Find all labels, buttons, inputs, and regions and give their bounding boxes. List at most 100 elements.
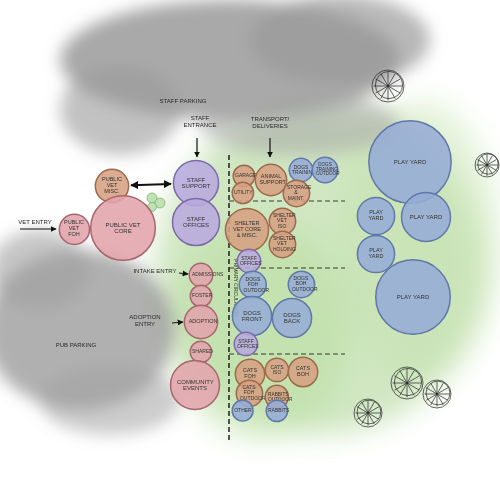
bubble-text-group: PUBLIC VET FOH bbox=[63, 220, 85, 237]
bubble-text-group: CATS BOH bbox=[292, 366, 314, 378]
bubble-text-group: STAFF OFFICES bbox=[179, 216, 214, 229]
bubble-text-group: CATS ISO bbox=[268, 365, 286, 376]
bubble-label: SHELTER VET HOLDING bbox=[273, 236, 291, 252]
bubble-label: STAFF OFFICES bbox=[240, 256, 258, 267]
bubble-text-group: PUBLIC VET CORE bbox=[99, 222, 147, 235]
bubble-label: CATS BOH bbox=[292, 366, 314, 378]
bubble-text-group: COMMUNITY EVENTS bbox=[177, 379, 213, 392]
bubble-text-group: PLAY YARD bbox=[397, 294, 430, 300]
bubble-label: COMMUNITY EVENTS bbox=[177, 379, 213, 392]
bubble-label: DOGS BOH OUTDOOR bbox=[292, 276, 310, 292]
bubble-text-group: PLAY YARD bbox=[362, 248, 390, 260]
bubble-label: PLAY YARD bbox=[410, 214, 443, 220]
program-bubble: PLAY YARD bbox=[401, 192, 451, 242]
bubble-label: CATS FOH bbox=[239, 368, 261, 380]
bubble-label: STAFF SUPPORT bbox=[179, 177, 212, 190]
program-bubble: ADOPTION bbox=[184, 305, 218, 339]
bubble-label: RABBITS bbox=[268, 408, 286, 413]
program-bubble: SHELTER VET CORE & MISC. bbox=[225, 208, 269, 252]
adjacency-arrow bbox=[131, 184, 171, 185]
tree-symbols bbox=[354, 70, 499, 427]
bubble-label: CATS FOH OUTDOOR bbox=[240, 385, 258, 401]
bubble-text-group: SHELTER VET HOLDING bbox=[273, 236, 291, 252]
bubble-text-group: RABBITS bbox=[268, 408, 286, 413]
bubble-label: PUBLIC VET CORE bbox=[99, 222, 147, 235]
bubble-label: DOGS FOH OUTDOOR bbox=[244, 277, 263, 293]
bubble-text-group: DOGS BACK bbox=[278, 312, 307, 325]
bubble-text-group: PLAY YARD bbox=[410, 214, 443, 220]
site-label: PUB PARKING bbox=[51, 342, 101, 349]
program-bubble: DOGS TRAINING bbox=[289, 158, 313, 182]
site-label: STAFF ENTRANCE bbox=[180, 115, 220, 129]
bubble-label: UTILITY bbox=[234, 190, 252, 195]
bubble-label: PUBLIC VET FOH bbox=[63, 220, 85, 237]
site-label: TRANSPORT/ DELIVERIES bbox=[245, 116, 295, 130]
bubble-text-group: STORAGE & MAINT. bbox=[287, 185, 305, 201]
bubble-label: ANIMAL SUPPORT bbox=[259, 174, 282, 186]
bubble-text-group: PLAY YARD bbox=[394, 159, 427, 165]
bubble-label: DOGS TRAINING bbox=[292, 165, 310, 176]
program-bubble: PUBLIC VET FOH bbox=[59, 214, 90, 245]
program-bubble: PLAY YARD bbox=[357, 197, 395, 235]
bubble-text-group: ANIMAL SUPPORT bbox=[259, 174, 282, 186]
bubble-label: OTHER bbox=[234, 408, 252, 413]
bubble-label: SHARED bbox=[192, 349, 210, 354]
bubble-label: DOGS FRONT bbox=[238, 310, 267, 323]
program-bubble: DOGS BACK bbox=[272, 298, 312, 338]
program-bubble: STAFF OFFICES bbox=[234, 332, 258, 356]
bubble-label: PLAY YARD bbox=[362, 210, 390, 222]
program-bubble: DOGS BOH OUTDOOR bbox=[288, 271, 315, 298]
bubble-text-group: SHARED bbox=[192, 349, 210, 354]
bubble-label: ADMISSIONS bbox=[192, 272, 210, 277]
bubble-text-group: UTILITY bbox=[234, 190, 252, 195]
bubble-text-group: CATS FOH bbox=[239, 368, 261, 380]
bubble-text-group: STAFF SUPPORT bbox=[179, 177, 212, 190]
program-bubble: DOGS FOH OUTDOOR bbox=[239, 271, 267, 299]
program-bubble: CATS BOH bbox=[288, 357, 318, 387]
bubble-text-group: ADOPTION bbox=[189, 319, 214, 325]
bubble-label: PUBLIC VET MISC. bbox=[100, 177, 125, 194]
program-bubble: CATS ISO bbox=[265, 358, 289, 382]
bubble-text-group: DOGS FOH OUTDOOR bbox=[244, 277, 263, 293]
bubble-text-group: PUBLIC VET MISC. bbox=[100, 177, 125, 194]
bubble-text-group: SHELTER VET CORE & MISC. bbox=[231, 221, 263, 238]
program-bubble: SHARED bbox=[190, 341, 212, 363]
grey-cloud bbox=[0, 0, 430, 435]
bubble-text-group: PLAY YARD bbox=[362, 210, 390, 222]
program-bubble: FOSTER bbox=[190, 285, 212, 307]
program-bubble: PLAY YARD bbox=[368, 120, 452, 204]
bubble-label: PLAY YARD bbox=[394, 159, 427, 165]
program-bubble: RABBITS bbox=[266, 400, 288, 422]
entry-arrows bbox=[20, 138, 270, 323]
bubble-text-group: DOGS TRAINING OUTDOOR bbox=[316, 163, 334, 177]
bubble-label: SHELTER VET ISO bbox=[273, 213, 291, 229]
bubble-label: DOGS BACK bbox=[278, 312, 307, 325]
program-bubble: STAFF OFFICES bbox=[172, 198, 220, 246]
bubble-text-group: FOSTER bbox=[192, 293, 210, 298]
program-bubble: SHELTER VET HOLDING bbox=[269, 231, 296, 258]
bubble-label: DOGS TRAINING OUTDOOR bbox=[316, 163, 334, 177]
bubble-label: PLAY YARD bbox=[362, 248, 390, 260]
program-bubble: UTILITY bbox=[232, 182, 254, 204]
bubble-label: SHELTER VET CORE & MISC. bbox=[231, 221, 263, 238]
bubble-label: STAFF OFFICES bbox=[237, 339, 255, 350]
bubble-text-group: GARAGE bbox=[235, 173, 253, 178]
program-bubble: PUBLIC VET CORE bbox=[90, 195, 156, 261]
bubble-text-group: DOGS FRONT bbox=[238, 310, 267, 323]
bubble-text-group: DOGS BOH OUTDOOR bbox=[292, 276, 310, 292]
bubble-label: STORAGE & MAINT. bbox=[287, 185, 305, 201]
bubble-label: CATS ISO bbox=[268, 365, 286, 376]
bubble-label: PLAY YARD bbox=[397, 294, 430, 300]
program-bubble: ADMISSIONS bbox=[189, 263, 213, 287]
program-bubble: DOGS TRAINING OUTDOOR bbox=[312, 157, 338, 183]
site-label: INTAKE ENTRY bbox=[131, 268, 179, 275]
bubble-text-group: OTHER bbox=[234, 408, 252, 413]
bubble-label: ADOPTION bbox=[189, 319, 214, 325]
bubble-text-group: ADMISSIONS bbox=[192, 272, 210, 277]
bubble-text-group: SHELTER VET ISO bbox=[273, 213, 291, 229]
bubble-label: FOSTER bbox=[192, 293, 210, 298]
bubble-label: STAFF OFFICES bbox=[179, 216, 214, 229]
program-bubble: DOGS FRONT bbox=[232, 296, 272, 336]
bubble-text-group: STAFF OFFICES bbox=[240, 256, 258, 267]
program-bubble: STAFF OFFICES bbox=[237, 249, 261, 273]
